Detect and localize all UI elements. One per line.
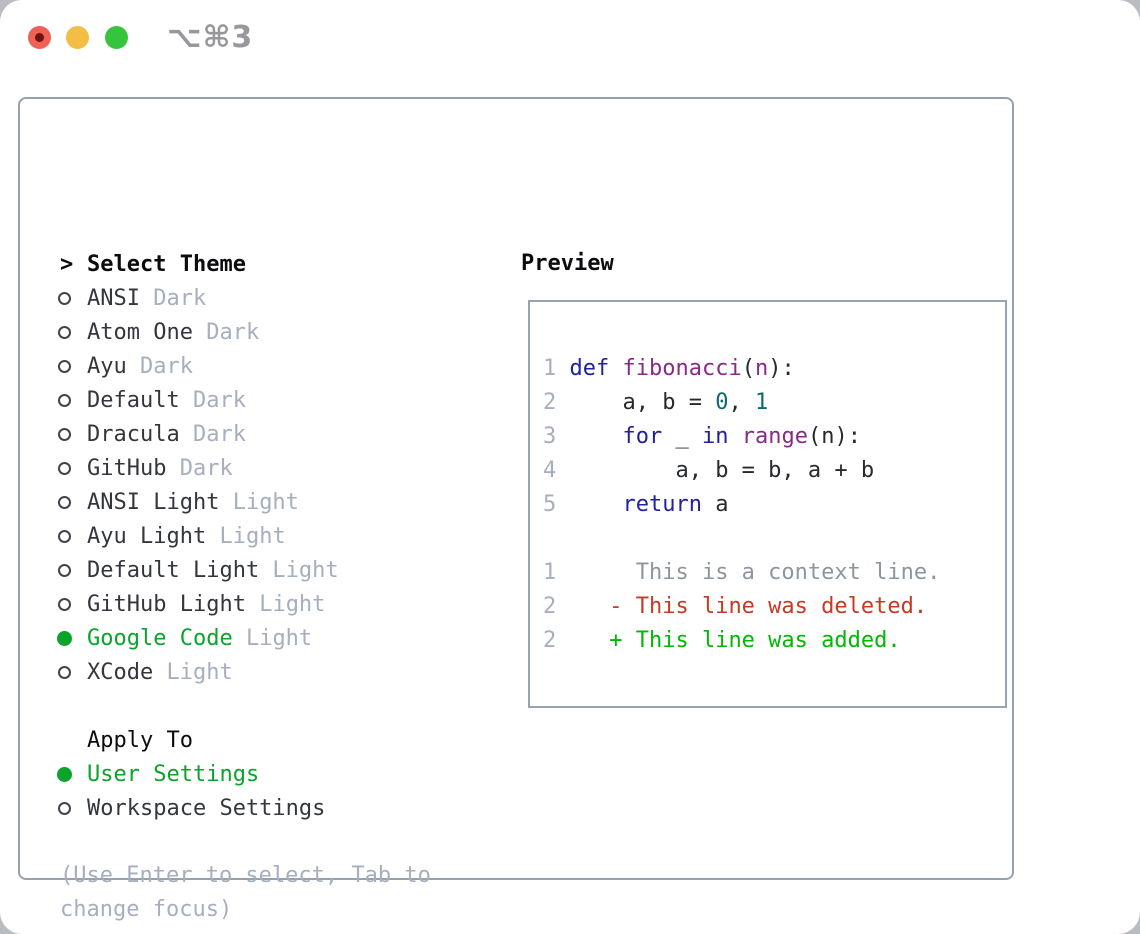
theme-variant: Light [206,523,286,549]
zoom-button[interactable] [105,26,128,49]
theme-name: GitHub Light [87,591,246,617]
line-number: 1 [543,356,557,381]
theme-variant: Dark [126,353,193,379]
code-line: 2 a, b = 0, 1 [543,386,940,420]
diff-line: 2 + This line was added. [543,624,940,658]
radio-icon [58,393,87,407]
theme-name: Default [87,387,180,413]
theme-item[interactable]: Atom One Dark [58,315,431,349]
hint-line-1: (Use Enter to select, Tab to [60,863,431,888]
radio-icon [58,529,87,543]
diff-line: 1 This is a context line. [543,556,940,590]
diff-line: 2 - This line was deleted. [543,590,940,624]
theme-item[interactable]: GitHub Dark [58,451,431,485]
theme-variant: Light [219,489,299,515]
theme-item[interactable]: ANSI Light Light [58,485,431,519]
line-number: 2 [543,594,557,619]
theme-name: GitHub [87,455,167,481]
line-number: 2 [543,390,557,415]
theme-name: Ayu [87,353,127,379]
theme-item[interactable]: Default Dark [58,383,431,417]
line-number: 1 [543,560,557,585]
theme-name: Atom One [87,319,193,345]
spacer [543,522,940,556]
code-line: 3 for _ in range(n): [543,420,940,454]
theme-item[interactable]: ANSI Dark [58,281,431,315]
diff-text: + This line was added. [569,628,901,653]
select-theme-header: > Select Theme [60,247,431,281]
radio-selected-icon [57,630,87,646]
radio-icon [58,461,87,475]
line-number: 5 [543,492,557,517]
apply-to-option-label: Workspace Settings [87,795,326,821]
theme-variant: Light [245,591,326,617]
radio-icon [58,359,87,373]
radio-icon [58,291,87,305]
theme-name: XCode [87,659,154,685]
theme-name: Dracula [87,421,180,447]
theme-item[interactable]: GitHub Light Light [58,587,431,621]
close-button[interactable] [28,26,51,49]
apply-to-option-label: User Settings [87,761,260,787]
spacer [60,825,431,859]
radio-icon [58,325,87,339]
code-line: 5 return a [543,488,940,522]
apply-to-option[interactable]: Workspace Settings [58,791,431,825]
apply-to-label: Apply To [87,727,193,753]
theme-name: ANSI Light [87,489,220,515]
theme-name: Ayu Light [87,523,207,549]
theme-variant: Dark [166,455,233,481]
window-title: ⌥⌘3 [167,20,254,55]
line-number: 3 [543,424,557,449]
theme-item[interactable]: XCode Light [58,655,431,689]
select-theme-label: Select Theme [87,251,246,277]
theme-item[interactable]: Ayu Light Light [58,519,431,553]
apply-to-header: Apply To [60,723,431,757]
spacer [60,689,431,723]
preview-label: Preview [521,251,614,276]
radio-icon [58,427,87,441]
minimize-button[interactable] [66,26,89,49]
theme-variant: Dark [139,285,207,311]
apply-to-option[interactable]: User Settings [57,757,431,791]
theme-variant: Light [232,625,313,651]
radio-selected-icon [57,766,87,782]
theme-variant: Dark [192,319,260,345]
hint-line-2: change focus) [60,897,233,922]
line-number: 2 [543,628,557,653]
radio-icon [58,801,87,815]
radio-icon [58,563,87,577]
theme-item[interactable]: Default Light Light [58,553,431,587]
theme-item[interactable]: Ayu Dark [58,349,431,383]
theme-name: Google Code [87,625,233,651]
theme-variant: Light [259,557,339,583]
theme-item[interactable]: Dracula Dark [58,417,431,451]
diff-text: - This line was deleted. [569,594,928,619]
theme-variant: Light [153,659,233,685]
diff-text: This is a context line. [569,560,941,585]
line-number: 4 [543,458,557,483]
theme-item[interactable]: Google Code Light [57,621,431,655]
radio-icon [58,495,87,509]
theme-variant: Dark [179,387,246,413]
theme-name: ANSI [87,285,140,311]
theme-name: Default Light [87,557,260,583]
radio-icon [58,665,87,679]
focus-pointer-icon: > [60,251,74,277]
theme-variant: Dark [179,421,246,447]
code-line: 4 a, b = b, a + b [543,454,940,488]
radio-icon [58,597,87,611]
